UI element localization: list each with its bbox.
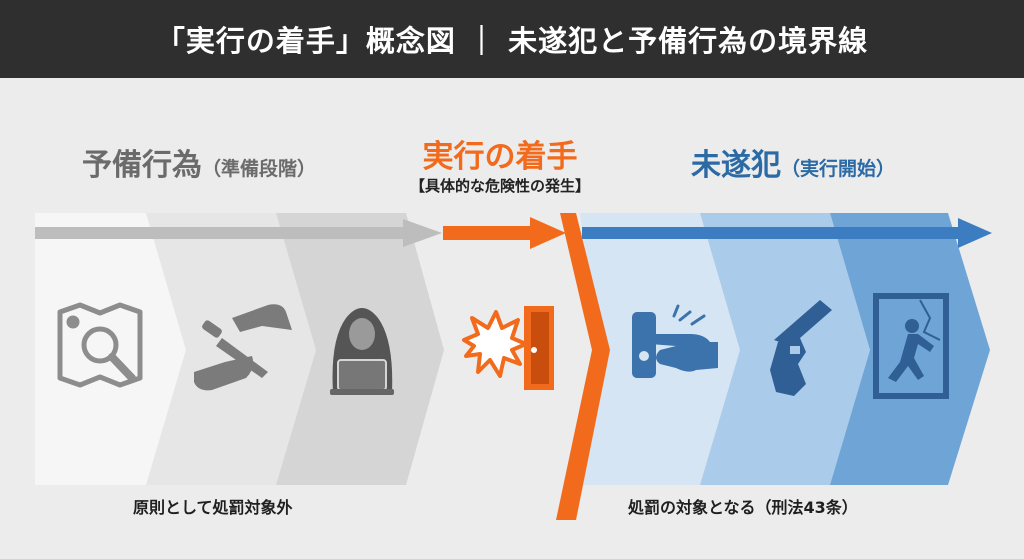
header-bar: 「実行の着手」概念図 ｜ 未遂犯と予備行為の境界線 <box>0 0 1024 78</box>
onset-title: 実行の着手 <box>422 139 578 175</box>
preparation-title: 予備行為 <box>82 148 202 183</box>
flow-arrows <box>35 217 992 249</box>
phase-label-attempt: 未遂犯（実行開始） <box>691 140 895 184</box>
attempt-panel-1 <box>580 213 740 485</box>
onset-subtitle: 【具体的な危険性の発生】 <box>409 177 590 195</box>
blue-arrow-head <box>958 218 992 248</box>
door-break-icon <box>462 306 554 390</box>
door-handle-grab-icon <box>632 304 718 378</box>
map-search-icon <box>57 302 143 388</box>
orange-arrow-head <box>530 217 566 249</box>
pistol-icon <box>770 300 832 396</box>
attempt-subtitle: （実行開始） <box>781 158 896 180</box>
prep-panel-1 <box>35 213 186 485</box>
phase-label-preparation: 予備行為（準備段階） <box>82 140 316 184</box>
hooded-hacker-icon <box>330 308 394 395</box>
window-break-in-icon <box>873 293 949 399</box>
blue-arrow-shaft <box>582 227 962 239</box>
orange-arrow-shaft <box>443 226 533 240</box>
handover-knife-icon <box>194 304 292 391</box>
gray-arrow-head <box>403 219 442 247</box>
caption-punishable: 処罰の対象となる（刑法43条） <box>628 498 858 517</box>
preparation-subtitle: （準備段階） <box>202 158 317 180</box>
gray-arrow-shaft <box>35 227 405 239</box>
attempt-title: 未遂犯 <box>691 148 781 183</box>
caption-not-punishable: 原則として処罰対象外 <box>133 498 293 517</box>
page-title: 「実行の着手」概念図 ｜ 未遂犯と予備行為の境界線 <box>155 24 869 58</box>
onset-boundary-line <box>556 213 610 520</box>
